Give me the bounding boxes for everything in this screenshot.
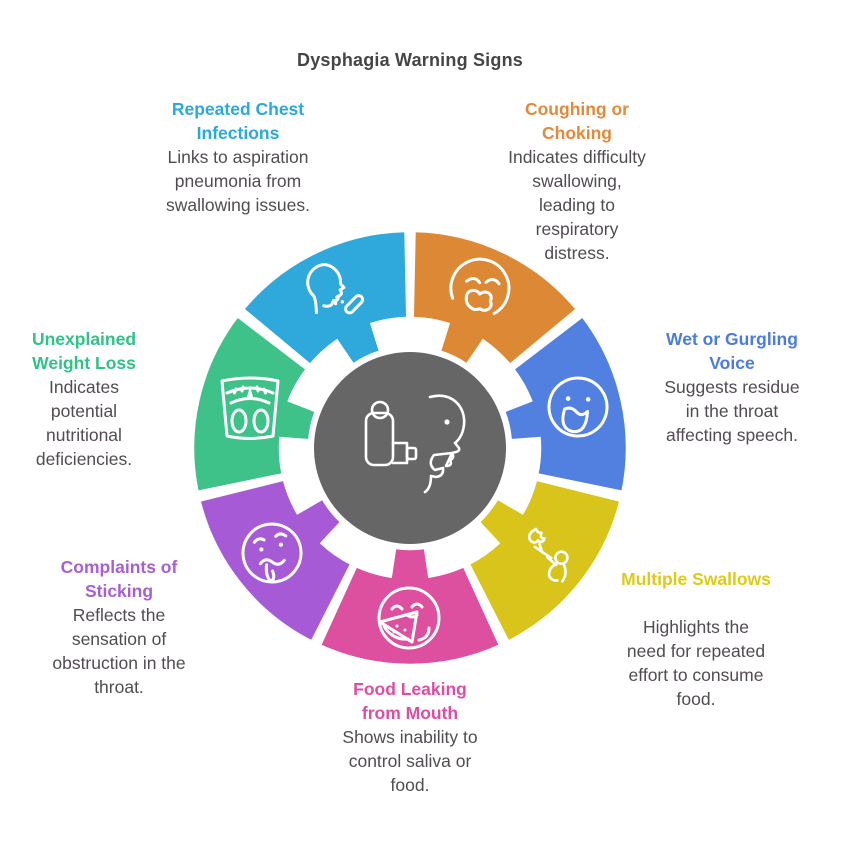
segment-description: Indicates potential nutritional deficien… <box>35 377 133 469</box>
wheel-segments <box>191 229 629 667</box>
label-unexplained-weight-loss: Unexplained Weight Loss Indicates potent… <box>8 327 160 471</box>
segment-heading: Wet or Gurgling Voice <box>666 329 798 373</box>
label-multiple-swallows: Multiple Swallows Highlights the need fo… <box>597 567 795 711</box>
segment-heading: Coughing or Choking <box>524 99 629 143</box>
wet-or-gurgling-voice-segment <box>502 314 629 494</box>
label-coughing-or-choking: Coughing or Choking Indicates difficulty… <box>482 97 672 265</box>
segment-description: Links to aspiration pneumonia from swall… <box>166 147 310 215</box>
segment-heading: Repeated Chest Infections <box>171 99 305 143</box>
segment-heading: Unexplained Weight Loss <box>31 329 137 373</box>
segment-description: Reflects the sensation of obstruction in… <box>52 605 186 697</box>
segment-description: Indicates difficulty swallowing, leading… <box>508 147 646 263</box>
label-wet-or-gurgling-voice: Wet or Gurgling Voice Suggests residue i… <box>631 327 833 447</box>
coughing-or-choking-segment <box>411 229 579 367</box>
segment-heading: Complaints of Sticking <box>60 557 178 601</box>
segment-description: Suggests residue in the throat affecting… <box>664 377 800 445</box>
label-complaints-of-sticking: Complaints of Sticking Reflects the sens… <box>20 555 218 699</box>
page-title: Dysphagia Warning Signs <box>297 50 523 70</box>
swallowing-person-icon <box>528 527 569 583</box>
complaints-of-sticking-segment <box>197 478 353 644</box>
unexplained-weight-loss-segment <box>191 314 318 494</box>
repeated-chest-infections-segment <box>241 229 409 367</box>
segment-heading: Food Leaking from Mouth <box>353 679 467 723</box>
food-leaking-from-mouth-segment <box>318 546 502 667</box>
label-repeated-chest-infections: Repeated Chest Infections Links to aspir… <box>126 97 350 217</box>
segment-description: Highlights the need for repeated effort … <box>626 617 766 709</box>
segment-heading: Multiple Swallows <box>621 569 771 589</box>
gurgling-face-icon <box>547 376 609 438</box>
weight-scale-icon <box>220 376 280 440</box>
eating-watermelon-face-icon <box>377 586 441 650</box>
choking-face-icon <box>449 257 511 315</box>
queasy-face-icon <box>241 522 303 584</box>
label-food-leaking-from-mouth: Food Leaking from Mouth Shows inability … <box>300 677 520 797</box>
inhaler-and-face-icon <box>364 394 466 494</box>
multiple-swallows-segment <box>467 478 623 644</box>
coughing-person-icon <box>306 262 365 315</box>
segment-description: Shows inability to control saliva or foo… <box>342 727 478 795</box>
